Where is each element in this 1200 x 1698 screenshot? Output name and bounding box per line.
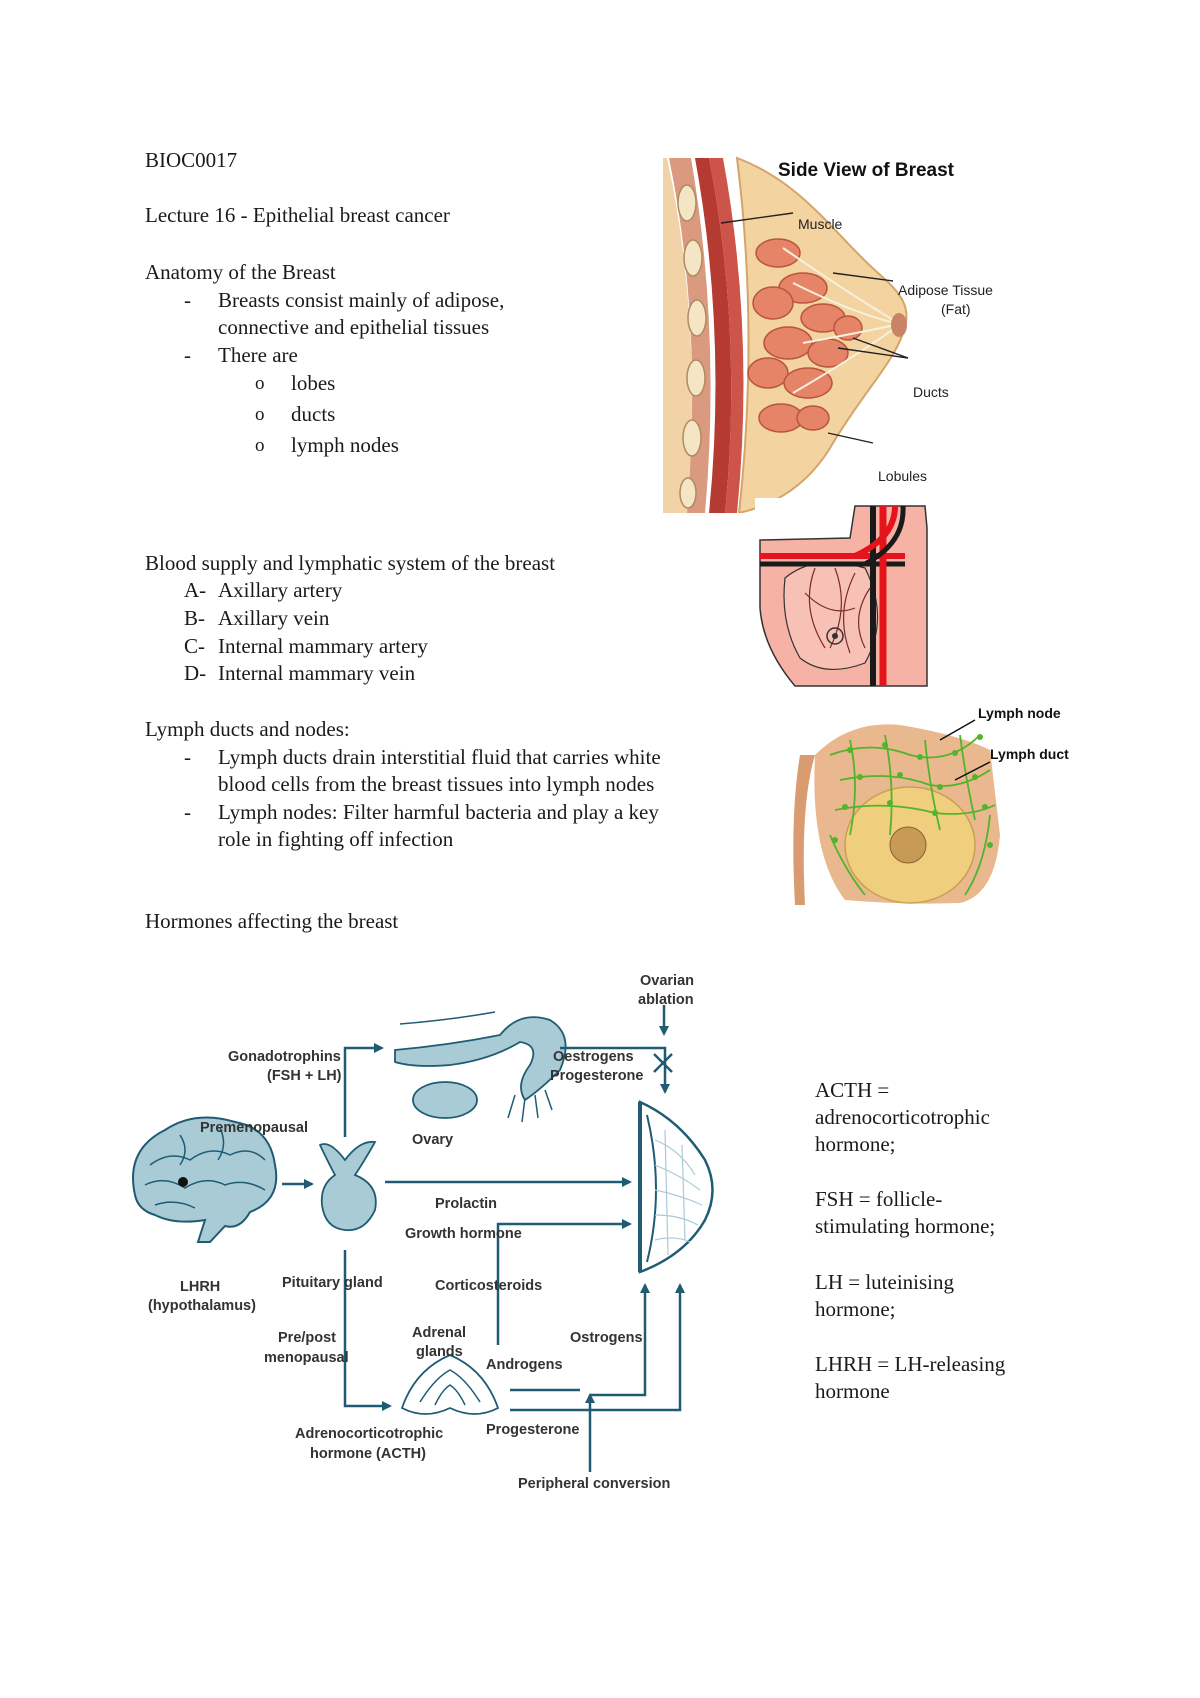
anatomy-bullet-2: There are (218, 343, 298, 367)
label-acth-2: hormone (ACTH) (310, 1446, 426, 1462)
label-oestrogens: Oestrogens (553, 1049, 634, 1065)
ovary-icon (394, 1011, 567, 1123)
label-progesterone-bottom: Progesterone (486, 1422, 579, 1438)
def-acth-line-1: ACTH = (815, 1078, 890, 1102)
sub-bullet-marker: o (255, 373, 265, 394)
label-ovarian-1: Ovarian (640, 973, 694, 989)
lobules-label: Lobules (878, 468, 927, 484)
lymph-figure: Lymph node Lymph duct (790, 695, 1083, 905)
label-adrenal-1: Adrenal (412, 1325, 466, 1341)
hormone-diagram: Ovarian ablation Gonadotrophins (FSH + L… (132, 973, 714, 1492)
hormones-heading: Hormones affecting the breast (145, 909, 399, 933)
anatomy-bullet-1-line-2: connective and epithelial tissues (218, 315, 490, 339)
bullet-dash: - (184, 745, 191, 769)
label-ostrogens: Ostrogens (570, 1330, 643, 1346)
label-acth-1: Adrenocorticotrophic (295, 1426, 443, 1442)
label-prolactin: Prolactin (435, 1196, 497, 1212)
course-code: BIOC0017 (145, 148, 238, 172)
lymph-heading: Lymph ducts and nodes: (145, 717, 350, 741)
pituitary-gland-icon (318, 1140, 377, 1232)
label-growth-hormone: Growth hormone (405, 1226, 522, 1242)
label-androgens: Androgens (486, 1357, 563, 1373)
label-lhrh-2: (hypothalamus) (148, 1298, 256, 1314)
ablation-cross-icon (653, 1053, 673, 1073)
anatomy-heading: Anatomy of the Breast (145, 260, 336, 284)
sub-bullet-marker: o (255, 435, 265, 456)
anatomy-sub-ducts: ducts (291, 402, 336, 426)
muscle-label: Muscle (798, 216, 843, 232)
label-progesterone-top: Progesterone (550, 1068, 643, 1084)
label-pituitary: Pituitary gland (282, 1275, 383, 1291)
label-lhrh-1: LHRH (180, 1279, 220, 1295)
side-view-breast-figure: Side View of Breast Muscle Adipose Tissu… (663, 143, 1025, 513)
lecture-title: Lecture 16 - Epithelial breast cancer (145, 203, 450, 227)
blood-item-c-text: Internal mammary artery (218, 634, 428, 658)
label-gonadotrophins-1: Gonadotrophins (228, 1049, 341, 1065)
blood-supply-figure (755, 498, 945, 688)
label-corticosteroids: Corticosteroids (435, 1278, 542, 1294)
label-premenopausal: Premenopausal (200, 1120, 308, 1136)
lymph-bullet-1-line-1: Lymph ducts drain interstitial fluid tha… (218, 745, 661, 769)
brain-icon (132, 1116, 278, 1243)
label-ovary: Ovary (412, 1132, 453, 1148)
label-gonadotrophins-2: (FSH + LH) (267, 1068, 342, 1084)
blood-item-d-letter: D- (184, 661, 207, 685)
blood-supply-heading: Blood supply and lymphatic system of the… (145, 551, 556, 575)
blood-item-d-text: Internal mammary vein (218, 661, 416, 685)
breast-icon (638, 1100, 714, 1274)
blood-item-b-text: Axillary vein (218, 606, 330, 630)
anatomy-sub-lobes: lobes (291, 371, 336, 395)
def-acth-line-3: hormone; (815, 1132, 896, 1156)
lymph-node-label: Lymph node (978, 705, 1061, 721)
blood-item-a-text: Axillary artery (218, 578, 343, 602)
def-acth-line-2: adrenocorticotrophic (815, 1105, 990, 1129)
label-adrenal-2: glands (416, 1344, 463, 1360)
bullet-dash: - (184, 288, 191, 312)
def-lhrh-line-2: hormone (815, 1379, 890, 1403)
sub-bullet-marker: o (255, 404, 265, 425)
label-prepost-2: menopausal (264, 1350, 349, 1366)
adrenal-gland-icon (400, 1354, 500, 1415)
def-lhrh-line-1: LHRH = LH-releasing (815, 1352, 1006, 1376)
lymph-bullet-1-line-2: blood cells from the breast tissues into… (218, 772, 655, 796)
def-lh-line-2: hormone; (815, 1297, 896, 1321)
ducts-label: Ducts (913, 384, 949, 400)
label-prepost-1: Pre/post (278, 1330, 336, 1346)
blood-item-a-letter: A- (184, 578, 207, 602)
adipose-label-line-1: Adipose Tissue (898, 282, 993, 298)
anatomy-bullet-1-line-1: Breasts consist mainly of adipose, (218, 288, 505, 312)
def-fsh-line-1: FSH = follicle- (815, 1187, 943, 1211)
bullet-dash: - (184, 343, 191, 367)
blood-item-c-letter: C- (184, 634, 205, 658)
label-peripheral-conversion: Peripheral conversion (518, 1476, 670, 1492)
lymph-bullet-2-line-2: role in fighting off infection (218, 827, 454, 851)
anatomy-sub-lymph-nodes: lymph nodes (291, 433, 399, 457)
blood-item-b-letter: B- (184, 606, 205, 630)
side-view-title: Side View of Breast (778, 160, 955, 181)
adipose-label-line-2: (Fat) (941, 301, 971, 317)
lymph-bullet-2-line-1: Lymph nodes: Filter harmful bacteria and… (218, 800, 659, 824)
def-lh-line-1: LH = luteinising (815, 1270, 955, 1294)
lymph-duct-label: Lymph duct (990, 746, 1069, 762)
label-ovarian-2: ablation (638, 992, 694, 1008)
bullet-dash: - (184, 800, 191, 824)
def-fsh-line-2: stimulating hormone; (815, 1214, 996, 1238)
